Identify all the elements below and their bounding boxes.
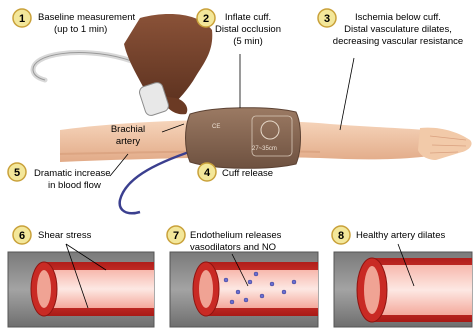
label-line: artery (116, 136, 141, 147)
vessel-lumen (43, 270, 155, 308)
step-text-line: Cuff release (222, 168, 273, 179)
step-text-line: decreasing vascular resistance (333, 36, 463, 47)
step-text-line: Inflate cuff. (225, 12, 271, 23)
step-1: 1 Baseline measurement (up to 1 min) (13, 9, 136, 35)
cuff-body (186, 108, 301, 169)
step-text-line: Endothelium releases (190, 230, 282, 241)
step-number: 6 (19, 230, 25, 242)
step-5: 5 Dramatic increase in blood flow (8, 163, 111, 191)
step-text-line: Ischemia below cuff. (355, 12, 441, 23)
step-number: 2 (203, 13, 209, 25)
step-text-line: Shear stress (38, 230, 92, 241)
step-3: 3 Ischemia below cuff. Distal vasculatur… (318, 9, 463, 47)
step-number: 3 (324, 13, 330, 25)
step-number: 4 (204, 167, 211, 179)
cuff-tube (120, 150, 195, 213)
artery-panel-vasodilators (170, 252, 318, 327)
pointer-step-3 (340, 58, 354, 130)
artery-panel-shear-stress (8, 244, 154, 327)
step-text-line: in blood flow (48, 180, 101, 191)
step-number: 8 (338, 230, 344, 242)
brachial-artery-label: Brachial artery (111, 124, 145, 147)
step-text-line: Distal vasculature dilates, (344, 24, 452, 35)
step-8: 8 Healthy artery dilates (332, 226, 445, 244)
open-hand (418, 128, 472, 160)
step-number: 5 (14, 167, 20, 179)
step-text-line: Healthy artery dilates (356, 230, 445, 241)
examiner-arm (124, 14, 212, 109)
step-7: 7 Endothelium releases vasodilators and … (167, 226, 282, 253)
step-6: 6 Shear stress (13, 226, 92, 244)
step-number: 1 (19, 13, 25, 25)
step-text-line: vasodilators and NO (190, 242, 276, 253)
step-text-line: (5 min) (233, 36, 263, 47)
cuff-size-label: 27~35cm (252, 146, 277, 152)
step-text-line: Baseline measurement (38, 12, 136, 23)
step-text-line: Dramatic increase (34, 168, 111, 179)
label-line: Brachial (111, 124, 145, 135)
step-text-line: Distal occlusion (215, 24, 281, 35)
vessel-lumen (205, 270, 319, 308)
step-number: 7 (173, 230, 179, 242)
artery-panel-dilated (334, 244, 472, 327)
cuff-ce-mark: CE (212, 124, 220, 130)
step-text-line: (up to 1 min) (54, 24, 107, 35)
